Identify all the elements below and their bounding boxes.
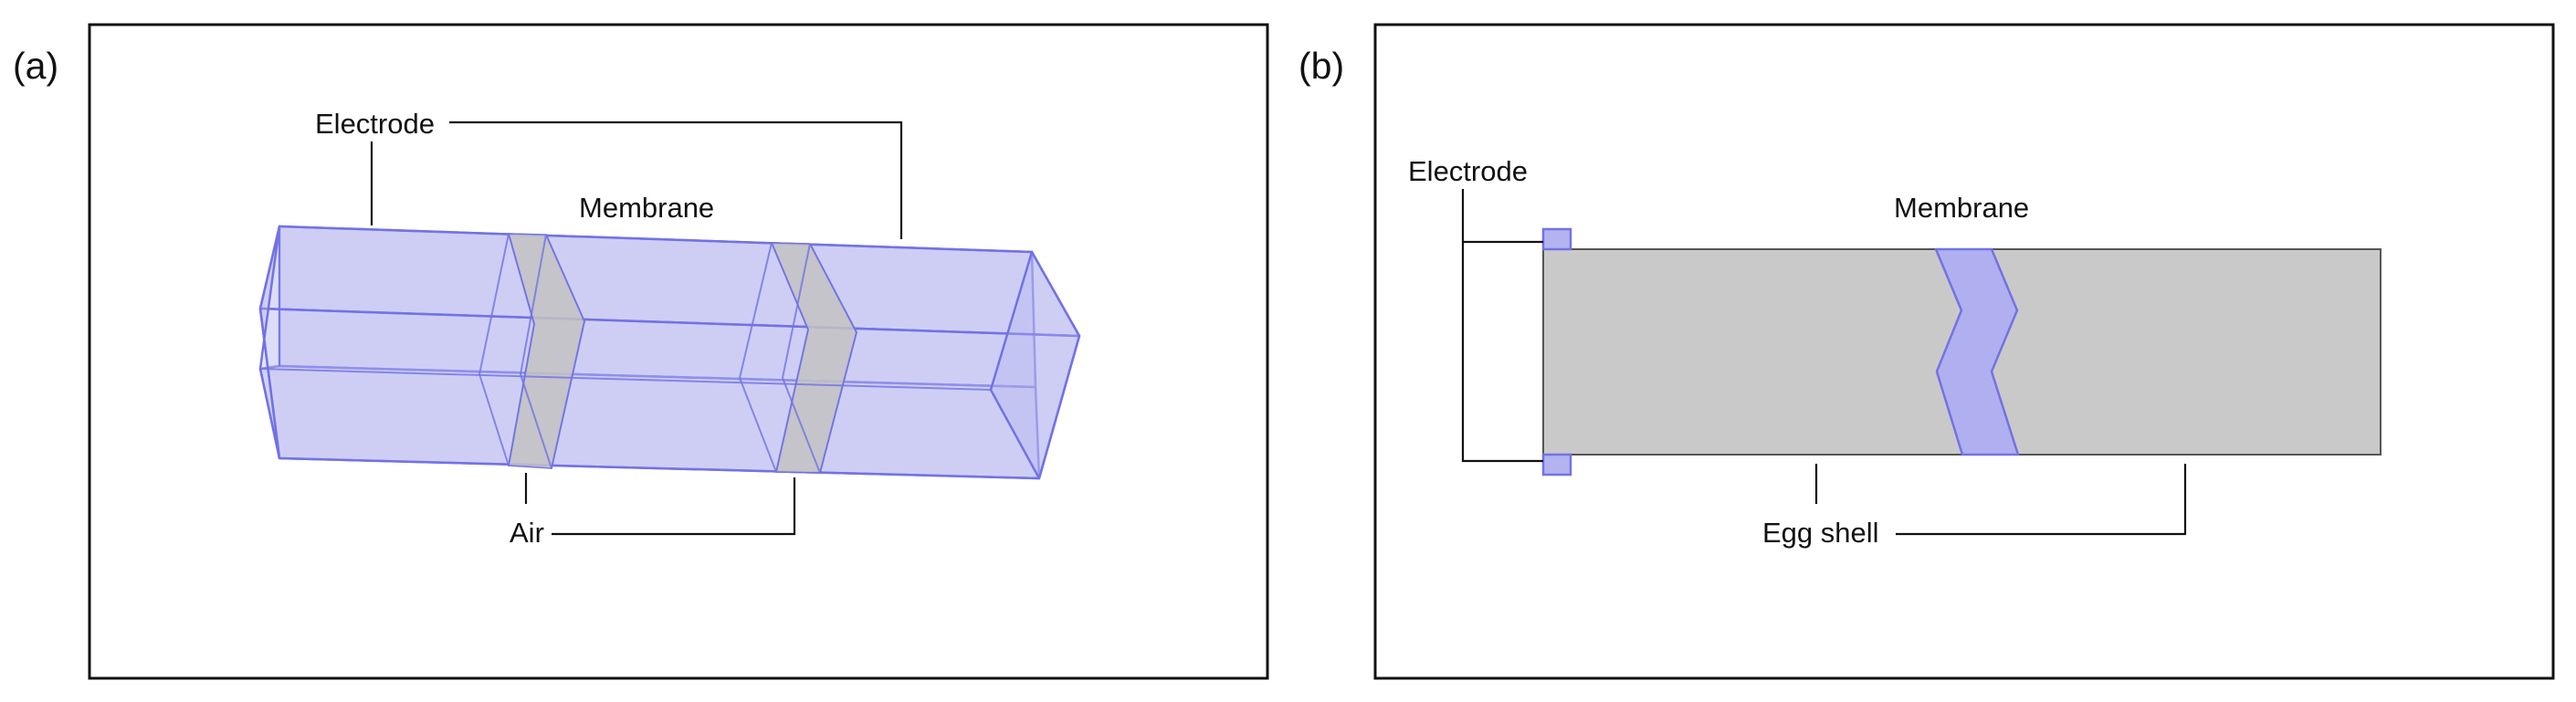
panel-b-tag: (b): [1299, 45, 1344, 87]
egg-shell-label: Egg shell: [1762, 517, 1879, 549]
eggshell-cross-section: [1541, 227, 2381, 477]
hidden-edge-3: [990, 251, 1033, 391]
electrode-label-b: Electrode: [1408, 155, 1528, 187]
electrode-leader-a-right: [449, 120, 903, 239]
electrode-membrane-stack-3d: [258, 225, 1081, 480]
stack-left-cap: [258, 225, 281, 460]
panel-a-tag: (a): [13, 45, 58, 87]
egg-shell-leader-right: [1896, 464, 2187, 536]
partition-3: [739, 242, 809, 473]
air-leader-right: [552, 477, 796, 536]
panel-b-frame: [1373, 23, 2555, 680]
leader-lines-b: [1461, 189, 2187, 536]
air-label: Air: [510, 517, 544, 549]
partition-4: [782, 243, 857, 474]
partition-2: [520, 234, 585, 469]
membrane-label-a: Membrane: [579, 192, 714, 224]
hidden-edge-2: [259, 368, 992, 391]
membrane-label-b: Membrane: [1894, 192, 2029, 224]
electrode-leader-b: [1461, 240, 1543, 463]
panel-a-frame: [88, 23, 1269, 680]
leader-lines-a: [370, 120, 903, 536]
partition-1: [478, 233, 535, 466]
electrode-bottom-b: [1541, 453, 1572, 477]
panel-b: (b) Electrode Membrane Egg shell: [1299, 23, 2555, 680]
stack-front-face: [258, 307, 1081, 480]
membrane-band: [1934, 247, 2020, 456]
electrode-top-b: [1541, 227, 1572, 251]
electrode-label-a: Electrode: [315, 108, 435, 140]
panel-a: (a): [13, 23, 1269, 680]
